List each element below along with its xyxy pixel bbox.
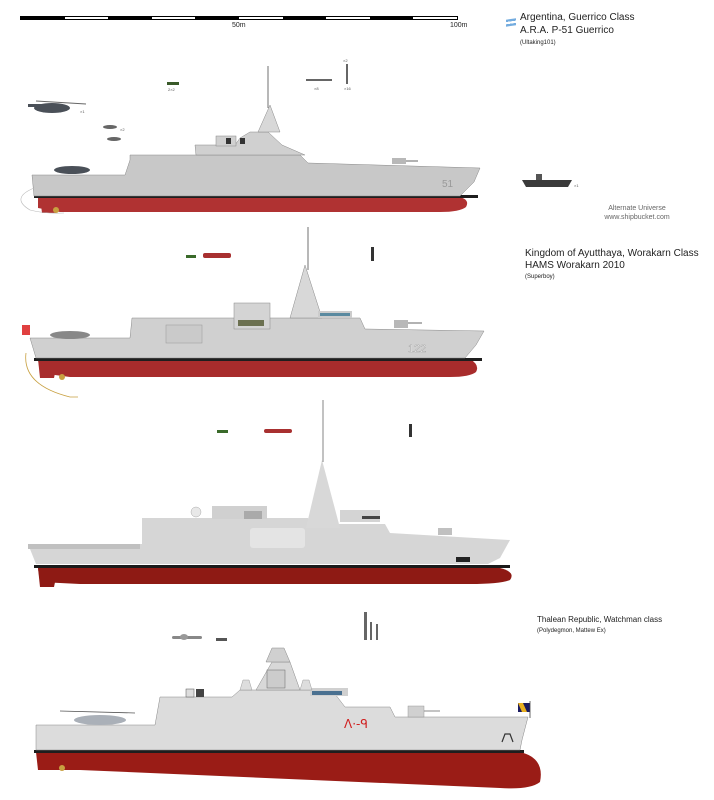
- helicopter-icon: [28, 100, 87, 113]
- svg-text:×2: ×2: [120, 127, 125, 132]
- rhib-boat-icon: [522, 174, 572, 187]
- site-credit-line1: Alternate Universe: [608, 205, 666, 212]
- ship1-hull-number: 51: [442, 179, 454, 190]
- scale-segment: [108, 17, 152, 19]
- site-credit-line2: www.shipbucket.com: [604, 214, 670, 221]
- sam-missile-icon: [371, 247, 374, 261]
- ship2-hull-number: 122: [408, 343, 426, 355]
- ship4-credit: (Polydegmon, Mattew Ex): [537, 628, 606, 634]
- torpedo-icon: [167, 82, 179, 85]
- svg-text:×1: ×1: [80, 109, 85, 114]
- scale-segment: [151, 17, 196, 19]
- thalean-flag-icon: [518, 701, 531, 718]
- svg-text:×8: ×8: [314, 86, 319, 91]
- ship1-credit: (Ultaking101): [520, 40, 556, 46]
- ship3-drawing: [28, 400, 512, 587]
- helicopter-small-icon: [103, 125, 121, 141]
- torpedo-icon: [186, 255, 196, 258]
- scale-segment: [369, 17, 414, 19]
- cruise-missile-icon: [172, 634, 202, 640]
- ship2-caption-line1: Kingdom of Ayutthaya, Worakarn Class: [525, 248, 699, 259]
- svg-text:×2: ×2: [343, 58, 348, 63]
- ship1-drawing: ×1 ×2 2×2 ×8 ×2 ×16 51 ×1: [20, 58, 579, 214]
- svg-text:×1: ×1: [574, 183, 579, 188]
- ship4-caption-line1: Thalean Republic, Watchman class: [537, 615, 663, 624]
- ship1-caption-line1: Argentina, Guerrico Class: [520, 12, 635, 23]
- sam-missile-icon: [364, 612, 378, 640]
- cruise-missile-icon: [264, 429, 292, 433]
- sam-missile-icon: [409, 424, 412, 437]
- scale-bar: [20, 16, 458, 20]
- torpedo-icon: [216, 638, 227, 641]
- svg-text:×16: ×16: [344, 86, 352, 91]
- scale-segment: [195, 17, 239, 19]
- scale-segment: [326, 17, 370, 19]
- scale-segment: [64, 17, 109, 19]
- scale-segment: [282, 17, 327, 19]
- ship2-caption-line2: HAMS Worakarn 2010: [525, 260, 625, 271]
- scale-segment: [238, 17, 283, 19]
- sam-missile-icon: [346, 64, 348, 84]
- ship2-credit: (Superboy): [525, 274, 555, 280]
- svg-text:2×2: 2×2: [168, 87, 176, 92]
- scale-segment: [413, 17, 457, 19]
- ship1-caption-line2: A.R.A. P-51 Guerrico: [520, 25, 614, 36]
- ship4-hull-number: ᐱ·-ᑫ: [344, 717, 368, 731]
- site-credit: Alternate Universe www.shipbucket.com: [592, 204, 682, 222]
- cruise-missile-icon: [203, 253, 231, 258]
- ship2-drawing: 122: [22, 227, 485, 398]
- torpedo-icon: [217, 430, 228, 433]
- scale-label-100m: 100m: [450, 22, 468, 29]
- ship4-drawing: ᐱ·-ᑫ: [34, 612, 541, 789]
- scale-segment: [21, 17, 65, 19]
- scale-label-50m: 50m: [232, 22, 246, 29]
